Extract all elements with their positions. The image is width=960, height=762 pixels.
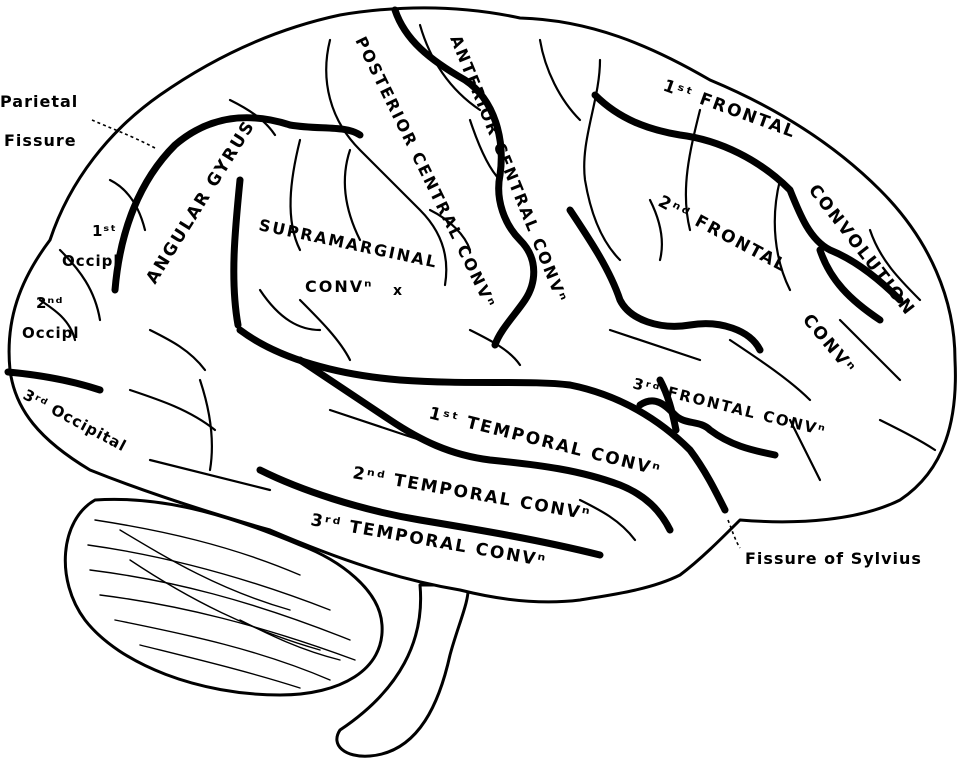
parietal-fissure xyxy=(111,114,364,294)
label-second-occipital-num: 2ⁿᵈ xyxy=(36,294,63,312)
label-first-occipital: Occipl xyxy=(62,252,120,270)
parietal-fissure-leader xyxy=(91,119,156,149)
brain-stem xyxy=(335,583,470,758)
label-first-occipital-num: 1ˢᵗ xyxy=(92,222,117,240)
sylvian-fissure xyxy=(236,326,729,514)
cerebrum-outline xyxy=(7,6,957,604)
label-parietal-fissure-2: Fissure xyxy=(4,131,77,150)
label-supramarginal-conv: CONVⁿ xyxy=(305,277,373,296)
major-fissures xyxy=(4,6,904,559)
central-sulcus xyxy=(391,6,538,349)
secondary-sulci xyxy=(38,23,937,542)
cerebellum-folia xyxy=(87,519,356,689)
label-parietal-fissure-1: Parietal xyxy=(0,92,78,111)
label-supramarginal-mark: x xyxy=(393,283,404,299)
label-second-occipital: Occipl xyxy=(22,324,80,342)
sylvius-leader xyxy=(727,519,741,549)
label-fissure-of-sylvius: Fissure of Sylvius xyxy=(745,549,922,568)
